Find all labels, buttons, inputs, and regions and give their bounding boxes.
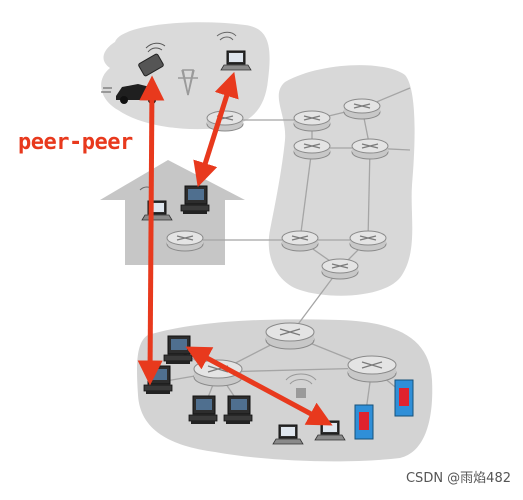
router-icon [293, 110, 331, 132]
router-icon [349, 230, 387, 252]
server-icon [354, 404, 374, 440]
watermark-text: CSDN @雨焰482 [405, 471, 511, 486]
server-icon [394, 379, 414, 417]
cell-tower-icon [178, 69, 198, 96]
router-icon [321, 258, 359, 280]
desktop-icon [180, 185, 210, 215]
arrow-enterprise-desktop-to-laptop [185, 346, 333, 426]
peer-peer-arrows [137, 71, 333, 426]
arrow-phone-to-enterprise-desktop [137, 75, 165, 386]
desktop-icon [188, 395, 218, 425]
router-icon [347, 355, 397, 383]
router-icon [206, 110, 244, 132]
arrow-laptop-to-home-desktop [193, 71, 239, 188]
router-icon [166, 230, 204, 252]
mobile-network-region [101, 22, 270, 130]
router-icon [281, 230, 319, 252]
router-icon [351, 138, 389, 160]
router-icon [293, 138, 331, 160]
router-icon [265, 322, 315, 350]
desktop-icon [163, 335, 193, 365]
router-icon [343, 98, 381, 120]
desktop-icon [223, 395, 253, 425]
peer-peer-label: peer-peer [18, 130, 133, 155]
cell-phone-icon [138, 42, 166, 77]
